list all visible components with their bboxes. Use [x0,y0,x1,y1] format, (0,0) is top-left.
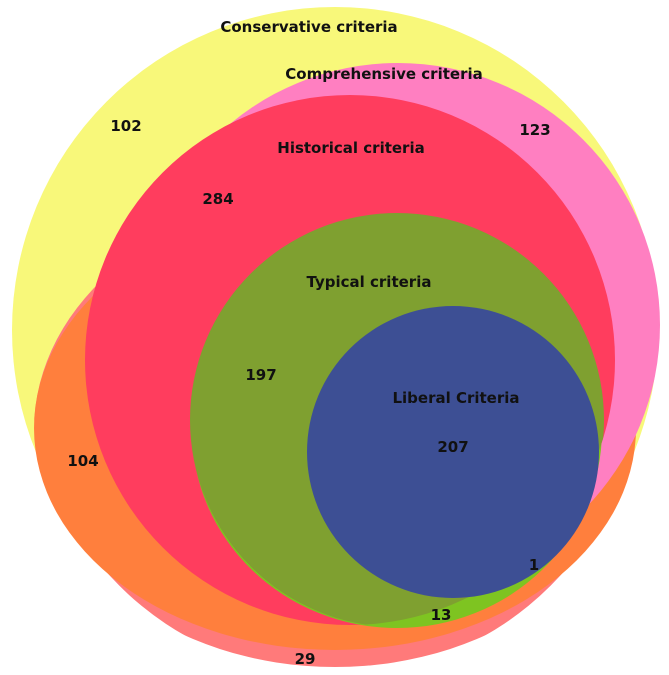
count-liberal-edge: 1 [529,556,539,574]
count-typical-lower-band: 13 [431,606,452,624]
count-typical: 197 [245,366,276,384]
count-comprehensive-only: 123 [519,121,550,139]
label-conservative-criteria: Conservative criteria [220,18,397,36]
count-liberal: 207 [437,438,468,456]
count-historical-outside-comprehensive: 104 [67,452,98,470]
liberal-circle [307,306,599,598]
count-historical: 284 [202,190,233,208]
count-outer-lower-band: 29 [295,650,316,668]
label-comprehensive-criteria: Comprehensive criteria [285,65,482,83]
count-conservative-only: 102 [110,117,141,135]
label-liberal-criteria: Liberal Criteria [392,389,519,407]
label-typical-criteria: Typical criteria [307,273,432,291]
label-historical-criteria: Historical criteria [277,139,424,157]
